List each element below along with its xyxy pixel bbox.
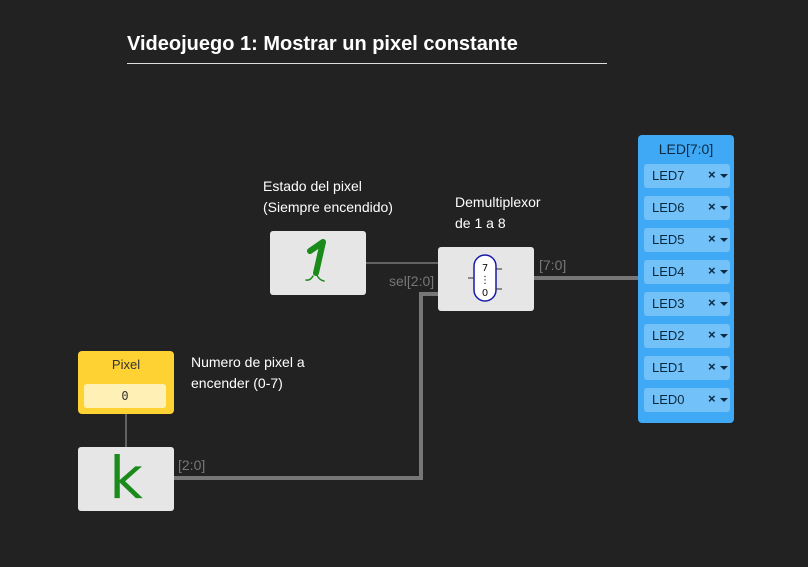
constant-one-block[interactable]	[270, 231, 366, 295]
demux-block[interactable]: 7 ⋮ 0	[438, 247, 534, 311]
led-output-block[interactable]: LED[7:0] LED7×LED6×LED5×LED4×LED3×LED2×L…	[638, 135, 734, 423]
numero-note: Numero de pixel a encender (0-7)	[191, 352, 305, 394]
k-constant-icon: k	[109, 444, 143, 512]
page-title: Videojuego 1: Mostrar un pixel constante	[127, 33, 607, 64]
led-item-label: LED4	[652, 264, 685, 279]
remove-icon[interactable]: ×	[708, 167, 716, 182]
led-item[interactable]: LED2 ×	[644, 324, 730, 348]
remove-icon[interactable]: ×	[708, 391, 716, 406]
led-item-label: LED5	[652, 232, 685, 247]
led-item[interactable]: LED1 ×	[644, 356, 730, 380]
remove-icon[interactable]: ×	[708, 263, 716, 278]
estado-note-line2: (Siempre encendido)	[263, 199, 393, 215]
led-item-label: LED3	[652, 296, 685, 311]
chevron-down-icon[interactable]	[720, 174, 728, 178]
pixel-input-block[interactable]: Pixel 0	[78, 351, 174, 414]
led-item[interactable]: LED5 ×	[644, 228, 730, 252]
pixel-input-label: Pixel	[111, 357, 141, 372]
k-constant-block[interactable]: k	[78, 447, 174, 511]
pixel-value-field[interactable]: 0	[84, 384, 166, 408]
chevron-down-icon[interactable]	[720, 206, 728, 210]
sel-wire-label: sel[2:0]	[389, 273, 435, 289]
numero-note-line2: encender (0-7)	[191, 375, 283, 391]
remove-icon[interactable]: ×	[708, 327, 716, 342]
chevron-down-icon[interactable]	[720, 366, 728, 370]
chevron-down-icon[interactable]	[720, 302, 728, 306]
chevron-down-icon[interactable]	[720, 334, 728, 338]
chevron-down-icon[interactable]	[720, 238, 728, 242]
demux-note-line2: de 1 a 8	[455, 215, 506, 231]
numero-note-line1: Numero de pixel a	[191, 354, 305, 370]
led-item[interactable]: LED7 ×	[644, 164, 730, 188]
led-output-label: LED[7:0]	[658, 141, 714, 157]
demux-bottom-index: 0	[482, 288, 488, 299]
remove-icon[interactable]: ×	[708, 359, 716, 374]
led-item[interactable]: LED6 ×	[644, 196, 730, 220]
led-item-label: LED2	[652, 328, 685, 343]
chevron-down-icon[interactable]	[720, 270, 728, 274]
led-item-label: LED1	[652, 360, 685, 375]
constant-one-icon	[305, 239, 326, 282]
led-item[interactable]: LED3 ×	[644, 292, 730, 316]
out-wire-label: [7:0]	[539, 257, 567, 273]
demux-note-line1: Demultiplexor	[455, 194, 541, 210]
chevron-down-icon[interactable]	[720, 398, 728, 402]
wire-k-to-sel[interactable]	[174, 292, 438, 480]
estado-note-line1: Estado del pixel	[263, 178, 362, 194]
led-item[interactable]: LED4 ×	[644, 260, 730, 284]
demux-dots: ⋮	[480, 275, 490, 286]
estado-note: Estado del pixel (Siempre encendido)	[263, 176, 393, 218]
led-item[interactable]: LED0 ×	[644, 388, 730, 412]
k-wire-label: [2:0]	[178, 457, 206, 473]
remove-icon[interactable]: ×	[708, 199, 716, 214]
led-item-label: LED7	[652, 168, 685, 183]
demux-note: Demultiplexor de 1 a 8	[455, 192, 541, 234]
led-item-label: LED6	[652, 200, 685, 215]
led-item-label: LED0	[652, 392, 685, 407]
demux-top-index: 7	[482, 263, 488, 274]
remove-icon[interactable]: ×	[708, 295, 716, 310]
remove-icon[interactable]: ×	[708, 231, 716, 246]
demux-icon: 7 ⋮ 0	[468, 254, 502, 302]
